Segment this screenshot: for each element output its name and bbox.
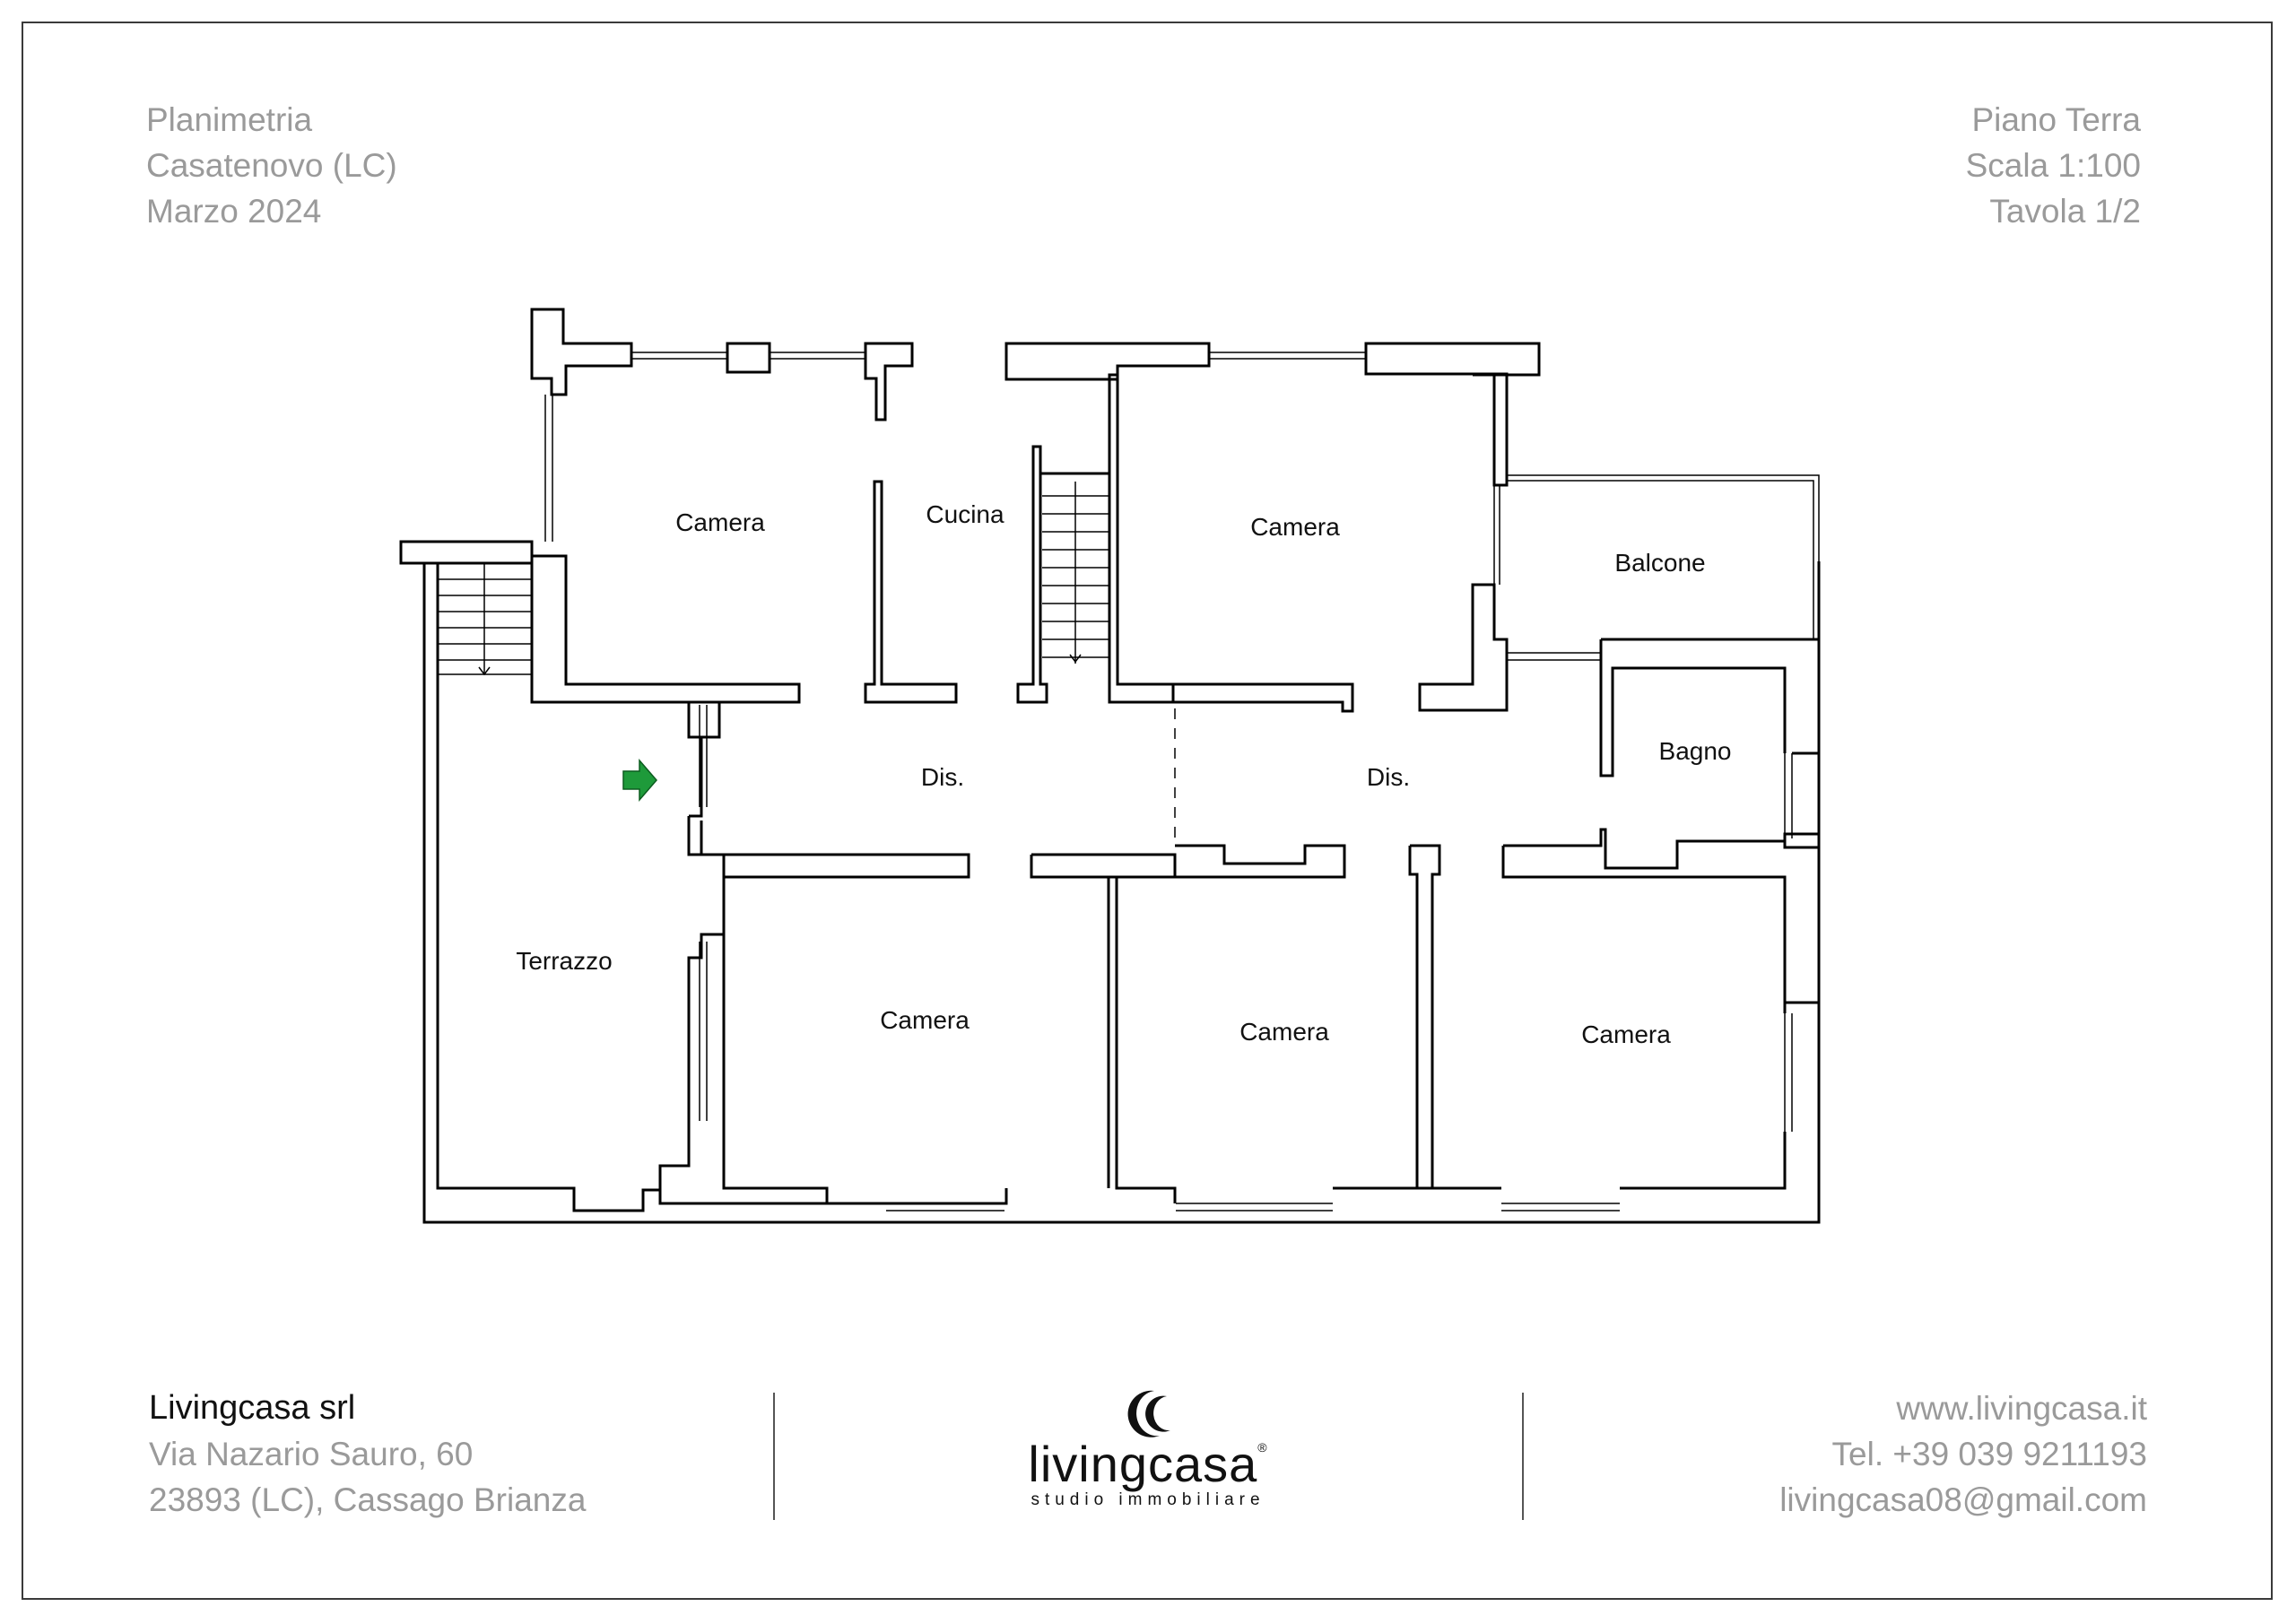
brand-logo: livingcasa® studio immobiliare [987,1385,1309,1511]
logo-wordmark: livingcasa® [987,1435,1309,1493]
wall-segment [1108,373,1354,713]
phone-number[interactable]: Tel. +39 039 9211193 [1831,1436,2147,1472]
wall-segment [1601,638,1821,755]
walls [399,308,1821,1224]
logo-word: livingcasa [1028,1436,1258,1492]
header-info-right: Piano Terra Scala 1:100 Tavola 1/2 [1966,97,2141,234]
window [1493,485,1500,585]
arrow-right-icon [622,758,657,803]
wall-segment [1030,853,1177,1188]
wall-segment [530,308,633,396]
wall-segment [722,853,1008,1205]
location: Casatenovo (LC) [146,147,397,184]
email-link[interactable]: livingcasa08@gmail.com [1779,1481,2147,1518]
room-label-camera-sw: Camera [880,1006,970,1034]
window [1784,753,1793,838]
room-label-camera-se: Camera [1581,1020,1671,1048]
wall-segment [422,561,1821,1224]
stair-arrow [478,666,491,676]
wall-segment [530,554,801,704]
scale: Scala 1:100 [1965,147,2141,184]
arrow-right-icon [622,758,657,803]
window [770,352,865,360]
wall-segment [864,480,958,704]
company-city: 23893 (LC), Cassago Brianza [149,1481,587,1518]
room-label-bagno: Bagno [1659,737,1732,765]
company-name: Livingcasa srl [149,1389,356,1427]
room-labels: Camera Cucina Camera Balcone Bagno Dis. … [516,500,1731,1048]
window [1507,652,1601,661]
wall-segment [399,540,534,565]
registered-mark: ® [1257,1440,1268,1455]
wall-segment [1364,342,1541,377]
floor-level: Piano Terra [1971,101,2141,138]
wall-segment [1039,472,1109,482]
crescent-logo-icon [1127,1390,1170,1437]
wall-segment [726,342,771,374]
wall-segment [1418,583,1509,712]
window [1501,1203,1620,1211]
stairs-center [1042,482,1109,664]
wall-segment [1108,684,1175,704]
room-label-camera-n: Camera [1250,513,1340,541]
footer-divider [773,1393,775,1520]
doc-type: Planimetria [146,101,313,138]
window [631,352,727,360]
room-label-dis-left: Dis. [921,763,964,791]
wall-segment [1016,445,1048,704]
contact-info: www.livingcasa.it Tel. +39 039 9211193 l… [1779,1385,2147,1523]
wall-segment [1408,844,1441,1188]
wall-segment [1501,828,1819,1004]
room-label-dis-right: Dis. [1367,763,1410,791]
wall-segment [687,684,801,739]
wall-segment [1599,639,1787,777]
room-label-camera-s: Camera [1239,1018,1329,1046]
wall-segment [658,1166,1501,1205]
balcony-railing [1507,474,1820,639]
date: Marzo 2024 [146,193,322,230]
window [1784,1013,1793,1132]
window [544,395,553,542]
sheet-number: Tavola 1/2 [1989,193,2141,230]
website-link[interactable]: www.livingcasa.it [1896,1390,2147,1427]
room-label-camera-nw: Camera [675,508,765,536]
company-info: Livingcasa srl Via Nazario Sauro, 60 238… [149,1385,586,1523]
wall-segment [1620,838,1821,1222]
window [1209,352,1366,360]
room-label-balcone: Balcone [1614,549,1705,577]
header-info-left: Planimetria Casatenovo (LC) Marzo 2024 [146,97,397,234]
logo-tagline: studio immobiliare [1031,1490,1265,1509]
footer-divider [1522,1393,1524,1520]
window [699,705,708,807]
wall-segment [864,342,914,421]
page-frame [22,22,2273,1600]
company-address: Via Nazario Sauro, 60 [149,1436,474,1472]
window [699,942,708,1121]
stair-arrow [1069,654,1082,664]
wall-segment [1004,342,1211,381]
wall-segment [1473,373,1509,487]
window [1176,1203,1333,1211]
wall-segment [689,737,703,818]
room-label-terrazzo: Terrazzo [516,947,612,975]
room-label-cucina: Cucina [926,500,1004,528]
stairs-left [437,563,533,676]
